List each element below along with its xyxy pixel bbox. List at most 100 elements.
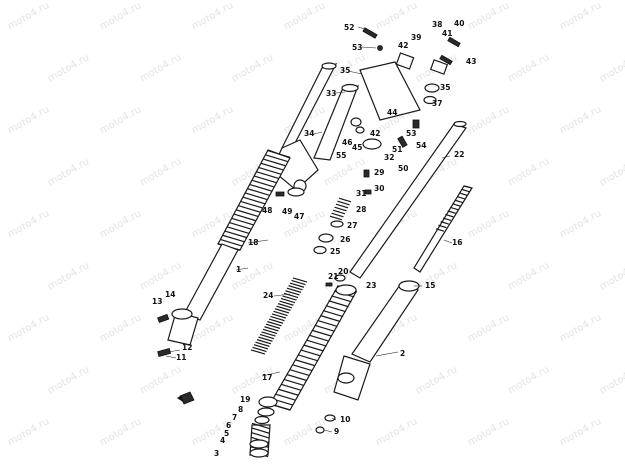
oring-31 [364,189,372,195]
watermark-text: moto4.ru [374,416,419,448]
boot-rib [278,388,299,396]
spring-coil [262,328,278,335]
watermark-text: moto4.ru [138,52,183,84]
spring-coil [252,346,267,353]
washer-53 [377,45,383,51]
callout-27: 27 [347,221,357,230]
washer-25 [313,245,327,255]
watermark-text: moto4.ru [138,364,183,396]
callout-1: 1 [236,265,241,274]
boot-rib [320,314,341,323]
callout-23: 23 [366,281,376,290]
callout-39: 39 [411,33,421,42]
watermark-text: moto4.ru [190,104,235,136]
callout-42-top: 42 [398,41,408,50]
callout-45: 45 [352,143,362,152]
rod-thread [456,195,466,200]
watermark-text: moto4.ru [414,364,459,396]
rod-thread [463,185,473,189]
callout-30: 30 [374,184,384,193]
callout-32: 32 [384,153,394,162]
boot-rib [294,359,316,367]
spring-coil [329,215,343,221]
watermark-text: moto4.ru [138,156,183,188]
callout-52: 52 [344,23,354,32]
spring-coil [288,285,303,291]
boot-rib [317,319,338,327]
boot-rib [265,154,288,163]
boot-rib [236,209,259,218]
boot-rib [286,373,307,382]
callout-3: 3 [214,449,219,458]
callout-33: 33 [326,89,336,98]
watermark-text: moto4.ru [506,52,551,84]
drain-screw [157,313,170,324]
spring-coil [291,279,306,286]
right-fork-parts [333,120,473,401]
watermark-text: moto4.ru [558,312,603,344]
boot-rib [267,150,291,158]
boot-rib [242,196,266,205]
ring-19 [258,396,278,408]
boot-rib [247,188,270,196]
cylinder-rib [251,432,270,439]
axle-bolt [157,348,172,357]
rod-thread [459,192,468,196]
washer-10 [324,414,336,422]
bolt-48 [275,191,285,197]
spring-coil [256,339,272,345]
boot-rib [328,300,349,308]
spring-coil [274,308,290,314]
spring-coil [264,326,279,332]
callout-7: 7 [232,413,237,422]
callout-25: 25 [330,247,340,256]
watermark-text: moto4.ru [98,104,143,136]
left-lug-top [171,308,193,320]
boot-rib [292,364,313,372]
screw-51 [397,135,408,148]
spring-coil [279,300,294,306]
rod-thread [445,213,454,218]
watermark-text: moto4.ru [46,364,91,396]
stem-cap [341,83,359,93]
callout-labels: 1 2 3 4 5 6 7 8 9 10 11 12 13 14 15 16 1… [152,19,476,458]
fork-spring-24 [250,277,308,355]
rod-thread [447,210,456,214]
spring-coil [261,331,276,337]
watermark-text: moto4.ru [598,52,625,84]
left-lower-tube [183,243,239,321]
callout-43: 43 [466,57,476,66]
boot-rib [314,324,335,332]
spring-coil [276,305,291,311]
spring-coil [267,321,282,327]
bolt-29 [363,169,370,178]
callout-40: 40 [454,19,464,28]
spring-coil [332,209,346,215]
watermark-text: moto4.ru [322,156,367,188]
watermark-text: moto4.ru [598,364,625,396]
watermark-text: moto4.ru [506,156,551,188]
boot-rib [300,349,321,357]
spring-coil [283,292,299,299]
spring-coil [285,290,300,296]
watermark-text: moto4.ru [98,416,143,448]
callout-35-right: 35 [440,83,450,92]
boot-rib [258,167,282,175]
watermark-text: moto4.ru [598,260,625,292]
cylinder-rib [251,427,270,434]
callout-6: 6 [226,421,231,430]
watermark-text: moto4.ru [46,156,91,188]
clip-21 [325,282,333,287]
spring-coil [280,297,296,304]
right-lug-boss [337,372,355,384]
spring-coil [265,323,281,329]
boot-rib [263,158,286,167]
watermark-text: moto4.ru [506,260,551,292]
callout-24: 24 [263,291,273,300]
boot-rib [240,200,263,209]
rod-thread [440,221,449,225]
watermark-text: moto4.ru [466,0,511,32]
nut-49 [287,187,305,197]
watermark-text: moto4.ru [558,416,603,448]
